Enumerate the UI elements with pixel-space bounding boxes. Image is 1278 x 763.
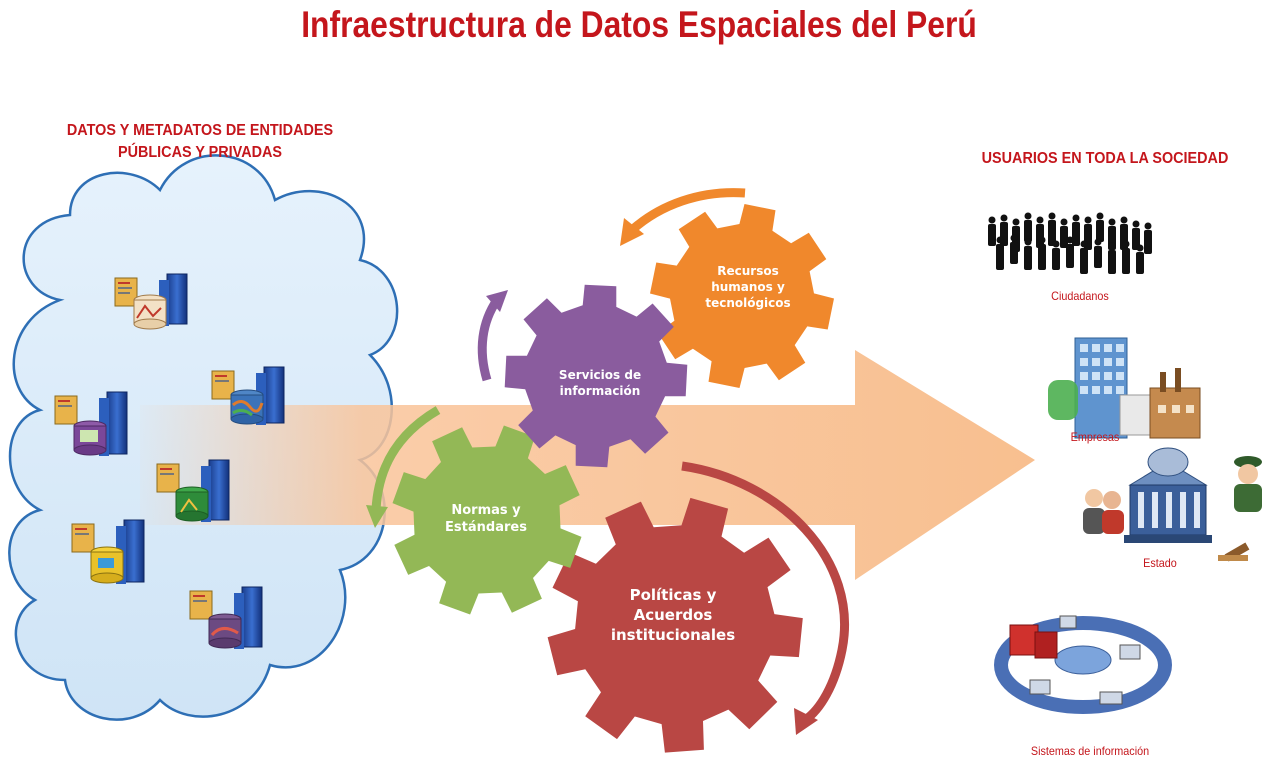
gear-label-line: tecnológicos xyxy=(705,295,791,310)
person-silhouette xyxy=(1094,238,1102,268)
users-state-label: Estado xyxy=(1143,556,1177,570)
person-silhouette xyxy=(1132,220,1140,250)
gear-label-line: Servicios de xyxy=(558,368,642,382)
data-sources-label: DATOS Y METADATOS DE ENTIDADES PÚBLICAS … xyxy=(29,120,371,164)
gear-label-line: Acuerdos xyxy=(633,605,713,624)
database-icons xyxy=(54,273,285,649)
gear-label-line: Políticas y xyxy=(629,586,717,604)
gear-label-recursos: Recursos humanos y tecnológicos xyxy=(688,264,808,311)
person-silhouette xyxy=(1108,242,1116,274)
gear-servicios xyxy=(504,284,688,468)
gear-politicas xyxy=(547,497,803,753)
database-icon xyxy=(54,391,128,456)
database-icon xyxy=(71,519,145,584)
person-silhouette xyxy=(1060,218,1068,248)
citizens-illustration xyxy=(988,212,1152,274)
data-sources-label-line: DATOS Y METADATOS DE ENTIDADES xyxy=(66,122,334,139)
database-icon xyxy=(211,366,285,425)
users-citizens-label: Ciudadanos xyxy=(1051,289,1109,303)
person-silhouette xyxy=(1136,244,1144,274)
page-title: Infraestructura de Datos Espaciales del … xyxy=(301,4,977,45)
users-label: USUARIOS EN TODA LA SOCIEDAD xyxy=(981,150,1229,167)
gear-label-line: Recursos xyxy=(717,264,779,278)
gear-label-servicios: Servicios de información xyxy=(540,368,660,400)
gear-label-line: Estándares xyxy=(445,520,527,536)
companies-illustration xyxy=(1048,337,1201,439)
person-silhouette xyxy=(1066,236,1074,268)
database-icon xyxy=(114,273,188,330)
person-silhouette xyxy=(1122,240,1130,274)
person-silhouette xyxy=(988,216,996,246)
information-systems-illustration xyxy=(994,615,1172,714)
person-silhouette xyxy=(1072,214,1080,246)
person-silhouette xyxy=(1080,240,1088,274)
person-silhouette xyxy=(1144,222,1152,254)
person-silhouette xyxy=(1010,234,1018,264)
users-systems-label: Sistemas de información xyxy=(1030,744,1150,758)
gear-label-line: institucionales xyxy=(610,625,736,644)
person-silhouette xyxy=(1048,212,1056,246)
person-silhouette xyxy=(1024,238,1032,270)
gear-recursos xyxy=(650,204,834,388)
person-silhouette xyxy=(996,236,1004,270)
gear-label-line: Normas y xyxy=(451,503,521,518)
gear-label-politicas: Políticas y Acuerdos institucionales xyxy=(598,586,748,645)
users-companies-label: Empresas xyxy=(1070,430,1120,444)
state-illustration xyxy=(1083,447,1262,562)
person-silhouette xyxy=(1052,240,1060,270)
person-silhouette xyxy=(1038,236,1046,270)
gear-label-line: información xyxy=(559,383,641,398)
database-icon xyxy=(156,459,230,522)
gear-label-line: humanos y xyxy=(711,279,785,294)
gear-label-normas: Normas y Estándares xyxy=(426,502,546,536)
person-silhouette xyxy=(1024,212,1032,242)
data-sources-label-line: PÚBLICAS Y PRIVADAS xyxy=(117,144,283,161)
person-silhouette xyxy=(1096,212,1104,242)
cycle-arrows xyxy=(366,188,849,735)
database-icon xyxy=(189,586,263,649)
gear-normas xyxy=(392,425,582,615)
